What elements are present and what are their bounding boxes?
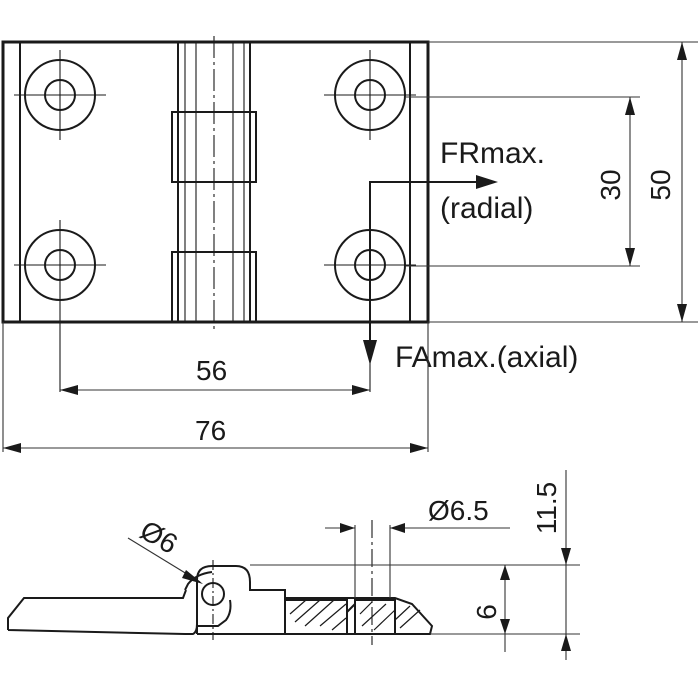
hinge-top-view bbox=[1, 36, 430, 392]
dimension-11.5-label: 11.5 bbox=[531, 482, 562, 534]
hole-top-left bbox=[14, 50, 106, 140]
radial-force-arrow bbox=[369, 175, 498, 330]
section-hatching bbox=[289, 599, 421, 631]
dimension-76-label: 76 bbox=[195, 415, 226, 446]
radial-force-name: FRmax. bbox=[440, 137, 545, 170]
dimension-dia-6-label: Ø6 bbox=[135, 514, 183, 560]
dimension-dia-6 bbox=[127, 537, 203, 584]
dimension-50-label: 50 bbox=[645, 169, 676, 200]
side-knuckle bbox=[184, 565, 286, 635]
left-leaf bbox=[7, 589, 187, 635]
dimension-dia-6.5-label: Ø6.5 bbox=[428, 495, 489, 526]
dimension-76 bbox=[2, 322, 429, 453]
hinge-knuckle bbox=[171, 36, 257, 330]
axial-force-arrow bbox=[363, 320, 377, 365]
axial-force-label: FAmax.(axial) bbox=[395, 341, 578, 374]
dimension-6 bbox=[250, 564, 580, 652]
dimension-11.5 bbox=[561, 470, 571, 660]
right-leaf-section bbox=[197, 597, 434, 635]
dimension-56 bbox=[60, 385, 370, 395]
dimension-dia-6.5 bbox=[325, 523, 510, 598]
dimension-30-label: 30 bbox=[595, 169, 626, 200]
hinge-side-view bbox=[7, 520, 434, 645]
hole-top-right bbox=[324, 50, 416, 140]
dimension-30 bbox=[406, 96, 640, 267]
hole-bottom-left bbox=[14, 220, 106, 392]
radial-force-desc: (radial) bbox=[440, 192, 533, 225]
dimension-50 bbox=[428, 41, 698, 323]
dimension-6-label: 6 bbox=[471, 604, 502, 620]
dimension-56-label: 56 bbox=[196, 355, 227, 386]
